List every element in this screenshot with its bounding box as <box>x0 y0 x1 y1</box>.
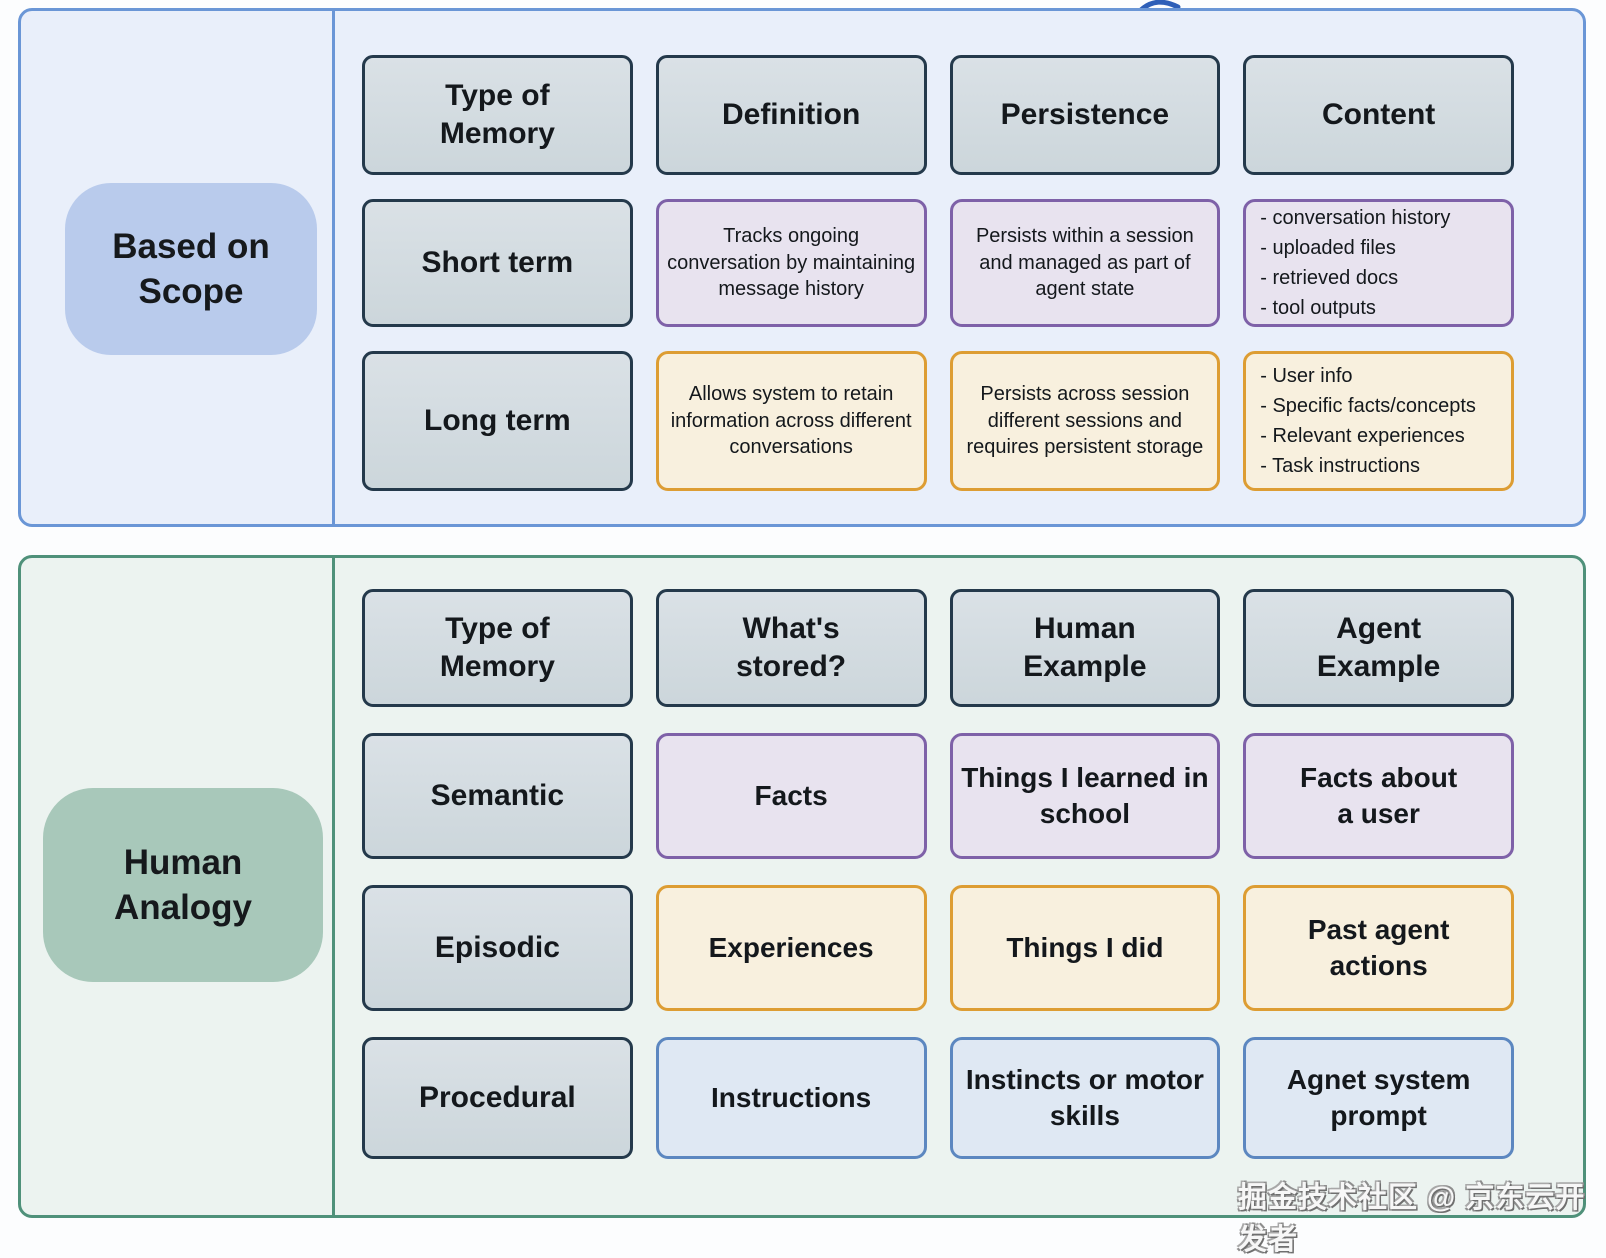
cell-text: Persistence <box>1000 97 1170 131</box>
scope-row-shortterm-content: - conversation history - uploaded files … <box>1243 199 1514 327</box>
arrow-fragment-icon <box>1138 0 1181 12</box>
cell-text: Definition <box>721 97 861 131</box>
cell-text: Past agent actions <box>1307 913 1450 981</box>
cell-text: Facts about a user <box>1300 761 1458 829</box>
analogy-section-label: Human Analogy <box>43 788 323 982</box>
analogy-header-type: Type of Memory <box>362 589 633 707</box>
cell-text: Procedural <box>419 1080 576 1114</box>
cell-text: Persists within a session and managed as… <box>975 224 1194 301</box>
content-list-item: - uploaded files <box>1260 237 1396 259</box>
analogy-section-label-text: Human Analogy <box>113 842 253 928</box>
scope-header-definition: Definition <box>655 55 927 175</box>
analogy-panel-divider <box>332 558 335 1215</box>
cell-text: Persists across session different sessio… <box>966 382 1204 459</box>
content-list-item: - tool outputs <box>1260 297 1376 319</box>
cell-text: Type of Memory <box>439 611 555 683</box>
cell-text: Things I learned in school <box>961 761 1209 829</box>
scope-table: Type of Memory Definition Persistence Co… <box>362 55 1514 491</box>
analogy-row-procedural-agent: Agnet system prompt <box>1243 1037 1514 1159</box>
content-list-item: - Specific facts/concepts <box>1260 395 1476 417</box>
cell-text: Allows system to retain information acro… <box>670 382 912 459</box>
analogy-row-semantic-human: Things I learned in school <box>949 733 1221 859</box>
analogy-row-episodic-stored: Experiences <box>655 885 927 1011</box>
cell-text: Experiences <box>708 931 874 963</box>
cell-text: Type of Memory <box>439 78 555 150</box>
cell-text: Agent Example <box>1316 611 1441 683</box>
analogy-row-procedural-stored: Instructions <box>655 1037 927 1159</box>
cell-text: Content <box>1321 97 1436 131</box>
cell-text: What's stored? <box>736 611 847 683</box>
scope-header-type: Type of Memory <box>362 55 633 175</box>
cell-text: Instructions <box>711 1081 872 1113</box>
analogy-row-procedural-type: Procedural <box>362 1037 633 1159</box>
cell-text: Short term <box>421 245 574 279</box>
scope-section-label: Based on Scope <box>65 183 317 355</box>
scope-header-persistence: Persistence <box>949 55 1221 175</box>
cell-text: Instincts or motor skills <box>965 1063 1204 1131</box>
scope-panel-divider <box>332 11 335 524</box>
analogy-panel: Human Analogy Type of Memory What's stor… <box>18 555 1586 1218</box>
cell-text: Agnet system prompt <box>1286 1063 1471 1131</box>
scope-row-longterm-content: - User info - Specific facts/concepts - … <box>1243 351 1514 491</box>
cell-text: Facts <box>754 779 828 811</box>
analogy-header-stored: What's stored? <box>655 589 927 707</box>
analogy-row-semantic-stored: Facts <box>655 733 927 859</box>
scope-row-longterm-persistence: Persists across session different sessio… <box>949 351 1221 491</box>
content-list-item: - Relevant experiences <box>1260 425 1465 447</box>
scope-row-shortterm-type: Short term <box>362 199 633 327</box>
scope-section-label-text: Based on Scope <box>112 226 270 312</box>
cell-text: Things I did <box>1006 931 1164 963</box>
content-list-item: - User info <box>1260 365 1353 387</box>
scope-row-longterm-definition: Allows system to retain information acro… <box>655 351 927 491</box>
scope-row-shortterm-definition: Tracks ongoing conversation by maintaini… <box>655 199 927 327</box>
content-list-item: - conversation history <box>1260 207 1451 229</box>
cell-text: Semantic <box>430 778 565 812</box>
analogy-row-episodic-human: Things I did <box>949 885 1221 1011</box>
cell-text: Long term <box>424 403 571 437</box>
scope-row-longterm-type: Long term <box>362 351 633 491</box>
analogy-row-procedural-human: Instincts or motor skills <box>949 1037 1221 1159</box>
scope-row-shortterm-persistence: Persists within a session and managed as… <box>949 199 1221 327</box>
analogy-header-agent-example: Agent Example <box>1243 589 1514 707</box>
analogy-table: Type of Memory What's stored? Human Exam… <box>362 589 1514 1159</box>
analogy-row-episodic-type: Episodic <box>362 885 633 1011</box>
scope-header-content: Content <box>1243 55 1514 175</box>
content-list-item: - retrieved docs <box>1260 267 1399 289</box>
analogy-row-semantic-type: Semantic <box>362 733 633 859</box>
analogy-row-semantic-agent: Facts about a user <box>1243 733 1514 859</box>
content-list-item: - Task instructions <box>1260 455 1420 477</box>
cell-text: Episodic <box>434 930 560 964</box>
analogy-row-episodic-agent: Past agent actions <box>1243 885 1514 1011</box>
cell-text: Tracks ongoing conversation by maintaini… <box>667 224 916 301</box>
watermark: 掘金技术社区 @ 京东云开发者 <box>1238 1182 1586 1256</box>
cell-text: Human Example <box>1023 611 1147 683</box>
scope-panel: Based on Scope Type of Memory Definition… <box>18 8 1586 527</box>
analogy-header-human-example: Human Example <box>949 589 1221 707</box>
